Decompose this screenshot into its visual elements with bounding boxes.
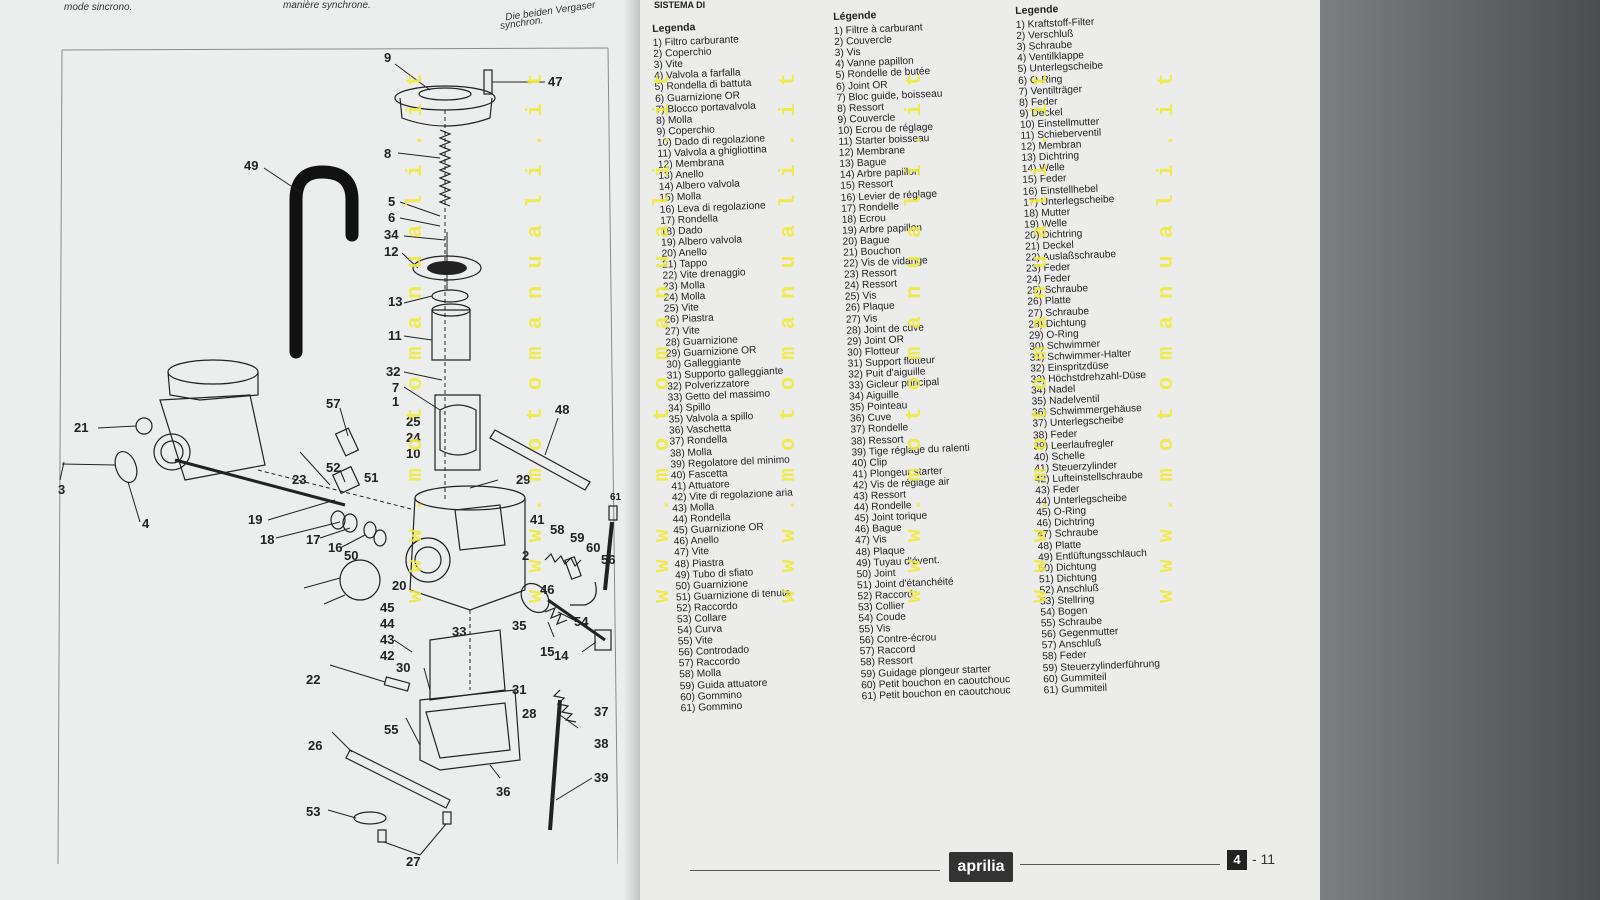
diagram-frame <box>57 47 618 865</box>
callout-label: 2 <box>522 548 529 563</box>
callout-label: 22 <box>306 672 320 687</box>
callout-label: 8 <box>384 146 391 161</box>
callout-label: 51 <box>364 470 378 485</box>
callout-label: 36 <box>496 784 510 799</box>
aprilia-logo: aprilia <box>949 852 1013 882</box>
callout-label: 41 <box>530 512 544 527</box>
callout-label: 11 <box>388 328 402 343</box>
callout-label: 47 <box>548 74 562 89</box>
callout-label: 26 <box>308 738 322 753</box>
watermark: w w w . m o t o m a n u a l i . i t <box>650 70 675 603</box>
callout-label: 56 <box>601 552 615 567</box>
footer-rule <box>1020 864 1220 865</box>
callout-label: 19 <box>248 512 262 527</box>
callout-label: 57 <box>326 396 340 411</box>
background-surface <box>1320 0 1600 900</box>
callout-label: 29 <box>516 472 530 487</box>
legend-heading: Legende <box>1014 3 1059 17</box>
watermark: w w w . m o t o m a n u a l i . i t <box>403 70 428 603</box>
callout-label: 50 <box>344 548 358 563</box>
watermark: w w w . m o t o m a n u a l i . i t <box>523 70 548 603</box>
chapter-number: 4 <box>1227 850 1247 870</box>
left-page: mode sincrono. manière synchrone. Die be… <box>0 0 640 900</box>
callout-label: 10 <box>406 446 420 461</box>
callout-label: 55 <box>384 722 398 737</box>
watermark: w w w . m o t o m a n u a l i . i t <box>1028 70 1053 603</box>
exploded-carburetor-diagram: 9 47 49 8 5 6 34 12 13 11 32 7 21 57 1 2… <box>58 50 622 869</box>
watermark: w w w . m o t o m a n u a l i . i t <box>776 70 801 603</box>
callout-label: 7 <box>392 380 399 395</box>
callout-label: 31 <box>512 682 526 697</box>
vent-hose-part <box>289 165 359 359</box>
section-header-fragment: SISTEMA DI <box>654 0 706 10</box>
callout-label: 52 <box>326 460 340 475</box>
callout-label: 39 <box>594 770 608 785</box>
callout-label: 43 <box>380 632 394 647</box>
callout-label: 23 <box>292 472 306 487</box>
callout-label: 3 <box>58 482 65 497</box>
callout-label: 28 <box>522 706 536 721</box>
callout-label: 4 <box>142 516 150 531</box>
legend-heading: Legenda <box>651 21 696 35</box>
callout-label: 24 <box>406 430 421 445</box>
callout-label: 12 <box>384 244 398 259</box>
footer-rule <box>690 870 940 871</box>
callout-label: 49 <box>244 158 258 173</box>
callout-label: 60 <box>586 540 600 555</box>
callout-label: 54 <box>574 614 589 629</box>
callout-label: 61 <box>610 492 622 503</box>
watermark: w w w . m o t o m a n u a l i . i t <box>902 70 927 603</box>
callout-label: 15 <box>540 644 554 659</box>
callout-label: 14 <box>554 648 569 663</box>
callout-label: 16 <box>328 540 342 555</box>
top-fragment: manière synchrone. <box>283 0 371 11</box>
callout-label: 48 <box>555 402 569 417</box>
callout-label: 58 <box>550 522 564 537</box>
callout-label: 34 <box>384 227 399 242</box>
watermark: w w w . m o t o m a n u a l i . i t <box>1154 70 1179 603</box>
callout-label: 18 <box>260 532 274 547</box>
callout-label: 17 <box>306 532 320 547</box>
callout-label: 37 <box>594 704 608 719</box>
callout-label: 6 <box>388 210 395 225</box>
callout-label: 33 <box>452 624 466 639</box>
callout-label: 44 <box>380 616 395 631</box>
callout-label: 20 <box>392 578 406 593</box>
top-fragment: mode sincrono. <box>64 2 133 13</box>
callout-label: 27 <box>406 854 420 869</box>
callout-label: 13 <box>388 294 402 309</box>
page-number: - 11 <box>1252 851 1276 867</box>
callout-label: 32 <box>386 364 400 379</box>
callout-label: 45 <box>380 600 394 615</box>
callout-label: 5 <box>388 194 395 209</box>
callout-label: 46 <box>540 582 554 597</box>
callout-label: 35 <box>512 618 526 633</box>
callout-label: 53 <box>306 804 320 819</box>
callout-label: 38 <box>594 736 608 751</box>
callout-label: 30 <box>396 660 410 675</box>
callout-label: 25 <box>406 414 420 429</box>
callout-label: 9 <box>384 50 391 65</box>
callout-label: 21 <box>74 420 88 435</box>
callout-label: 59 <box>570 530 584 545</box>
callout-label: 1 <box>392 394 399 409</box>
callout-label: 42 <box>380 648 394 663</box>
